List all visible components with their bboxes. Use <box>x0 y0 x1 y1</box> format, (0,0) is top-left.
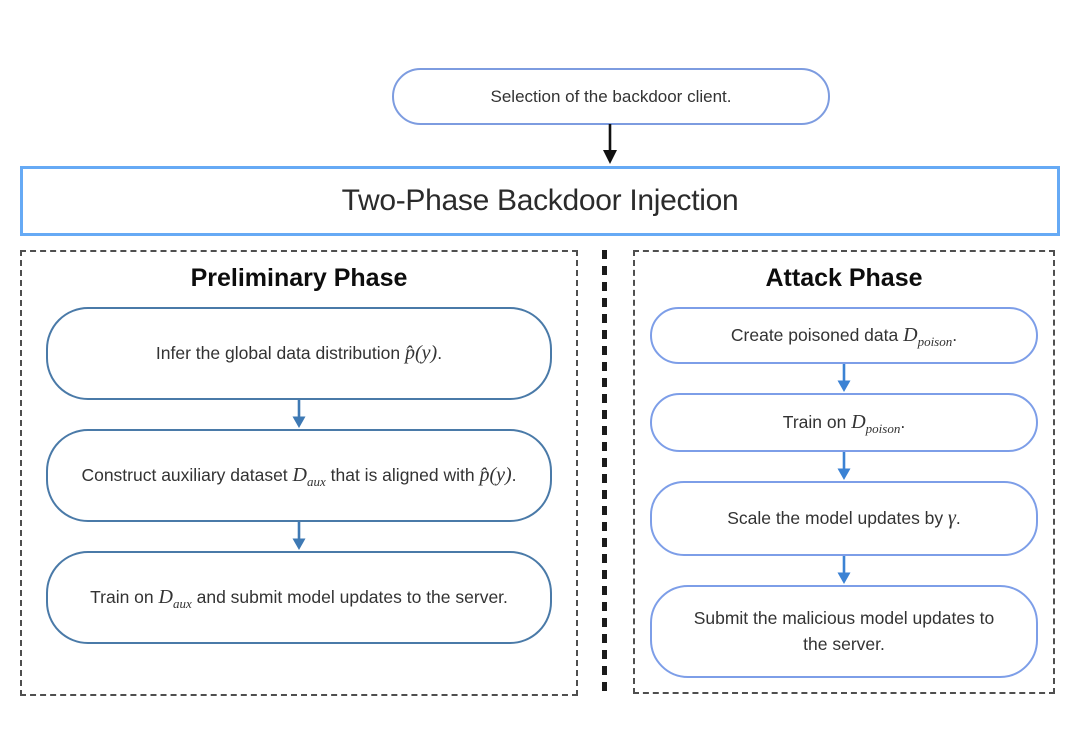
math-symbol: D <box>903 323 918 346</box>
diagram-title: Two-Phase Backdoor Injection <box>341 184 739 217</box>
math-subscript: poison <box>917 333 953 349</box>
panel-attack-phase: Attack Phase Create poisoned data Dpoiso… <box>633 250 1055 694</box>
node-column-preliminary: Infer the global data distribution p̂(y)… <box>22 307 576 644</box>
node-column-attack: Create poisoned data Dpoison. Train on Dp… <box>635 307 1053 678</box>
flow-node-client-selection: Selection of the backdoor client. <box>392 68 830 125</box>
down-arrow-icon <box>292 400 306 428</box>
flow-node-label: Selection of the backdoor client. <box>490 86 732 106</box>
flow-node: Create poisoned data Dpoison. <box>650 307 1038 364</box>
math-subscript: poison <box>865 420 901 436</box>
math-symbol: p̂(y) <box>404 341 438 364</box>
flow-node: Scale the model updates by γ. <box>650 481 1038 556</box>
flow-node: Infer the global data distribution p̂(y)… <box>46 307 552 400</box>
down-arrow-icon <box>603 124 617 164</box>
flow-node-label: Construct auxiliary dataset Daux that is… <box>81 463 517 489</box>
down-arrow-icon <box>837 452 851 480</box>
math-symbol: γ <box>948 506 956 529</box>
flow-node-label: Train on Dpoison. <box>782 410 906 436</box>
math-subscript: aux <box>306 473 326 489</box>
title-box: Two-Phase Backdoor Injection <box>20 166 1060 236</box>
math-subscript: aux <box>172 595 192 611</box>
flow-node: Submit the malicious model updates to th… <box>650 585 1038 678</box>
math-symbol: D <box>292 463 307 486</box>
flow-node-label: Submit the malicious model updates to th… <box>693 608 995 654</box>
math-symbol: D <box>158 585 173 608</box>
math-symbol: D <box>851 410 866 433</box>
flow-node-label: Infer the global data distribution p̂(y)… <box>155 341 443 364</box>
flow-node: Construct auxiliary dataset Daux that is… <box>46 429 552 522</box>
flow-node-label: Train on Daux and submit model updates t… <box>90 585 508 611</box>
down-arrow-icon <box>837 364 851 392</box>
phase-divider <box>602 250 607 696</box>
panel-preliminary-phase: Preliminary Phase Infer the global data … <box>20 250 578 696</box>
down-arrow-icon <box>837 556 851 584</box>
down-arrow-icon <box>292 522 306 550</box>
phase-heading-preliminary: Preliminary Phase <box>190 264 408 292</box>
flow-node-label: Scale the model updates by γ. <box>727 506 961 529</box>
flow-node-label: Create poisoned data Dpoison. <box>730 323 958 349</box>
math-symbol: p̂(y) <box>479 463 512 486</box>
phase-heading-attack: Attack Phase <box>765 264 923 292</box>
flow-node: Train on Daux and submit model updates t… <box>46 551 552 644</box>
flow-node: Train on Dpoison. <box>650 393 1038 452</box>
